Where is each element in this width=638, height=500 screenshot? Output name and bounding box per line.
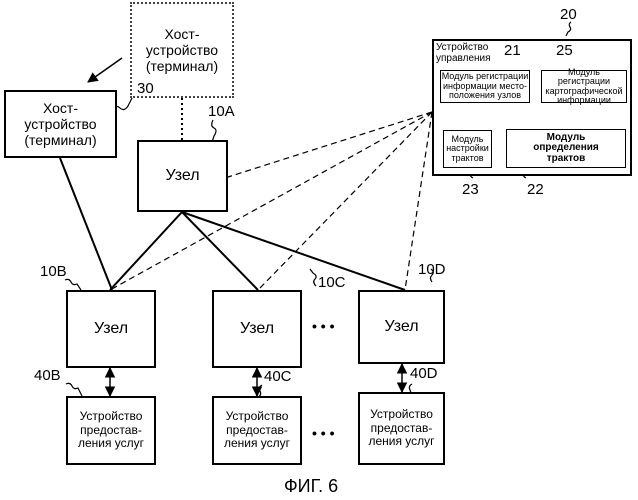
module-route-determination-label: Модуль определения трактов — [533, 133, 599, 165]
control-to-node-c-dashed — [258, 112, 432, 290]
ref-leader-40b — [66, 383, 82, 396]
module-map-registration: Модуль регистрации картографической инфо… — [541, 70, 627, 103]
node-10d-label: Узел — [384, 318, 418, 336]
ref-10d: 10D — [418, 261, 446, 278]
ref-40d: 40D — [410, 365, 438, 382]
service-device-40b: Устройство предостав- ления услуг — [66, 396, 156, 465]
ref-25: 25 — [556, 42, 573, 59]
host-device-top-label: Хост- устройство (терминал) — [146, 26, 218, 74]
service-device-40c: Устройство предостав- ления услуг — [212, 396, 302, 465]
node-10b-label: Узел — [94, 320, 128, 338]
host-left-to-node-b-link — [60, 158, 112, 290]
node-10a: Узел — [137, 140, 228, 212]
service-device-40c-label: Устройство предостав- ления услуг — [224, 410, 290, 451]
node-a-to-c-link — [182, 212, 258, 290]
host-device-left: Хост- устройство (терминал) — [4, 90, 117, 158]
ref-10c: 10C — [318, 274, 346, 291]
module-map-label: Модуль регистрации картографической инфо… — [542, 68, 626, 106]
ref-40b: 40B — [34, 367, 61, 384]
ref-leader-10b — [65, 279, 81, 290]
module-route-determination: Модуль определения трактов — [506, 129, 626, 168]
ref-23: 23 — [462, 181, 479, 198]
ref-30: 30 — [137, 80, 154, 97]
ref-10a: 10A — [208, 103, 235, 120]
module-route-setup-label: Модуль настройки трактов — [446, 135, 489, 163]
ref-leader-20 — [566, 22, 571, 36]
ref-10b: 10B — [40, 263, 67, 280]
node-10d: Узел — [358, 290, 445, 364]
node-10c: Узел — [212, 290, 302, 368]
module-node-location-registration: Модуль регистрации информации место- пол… — [440, 70, 530, 103]
host-device-left-label: Хост- устройство (терминал) — [24, 100, 96, 148]
host-transfer-arrow — [88, 58, 122, 82]
service-device-40b-label: Устройство предостав- ления услуг — [78, 410, 144, 451]
control-device-title: Устройство управления — [436, 42, 491, 64]
ref-22: 22 — [527, 181, 544, 198]
node-10b: Узел — [66, 290, 156, 368]
ref-leader-10a — [212, 120, 216, 142]
node-a-to-d-link — [182, 212, 405, 290]
service-device-40d-label: Устройство предостав- ления услуг — [368, 408, 434, 449]
control-to-node-a-dashed — [228, 112, 432, 177]
figure-caption: ФИГ. 6 — [284, 476, 338, 497]
ref-21: 21 — [504, 42, 521, 59]
ref-40c: 40C — [264, 368, 292, 385]
ellipsis-nodes: • • • — [312, 318, 334, 334]
ellipsis-services: • • • — [312, 425, 334, 441]
ref-20: 20 — [560, 6, 577, 23]
module-node-location-label: Модуль регистрации информации место- пол… — [442, 72, 529, 100]
service-device-40d: Устройство предостав- ления услуг — [358, 392, 445, 465]
node-10a-label: Узел — [165, 167, 199, 185]
node-a-to-b-link — [110, 212, 182, 290]
ref-leader-10c — [310, 269, 316, 286]
module-route-setup: Модуль настройки трактов — [443, 130, 492, 168]
node-10c-label: Узел — [240, 320, 274, 338]
